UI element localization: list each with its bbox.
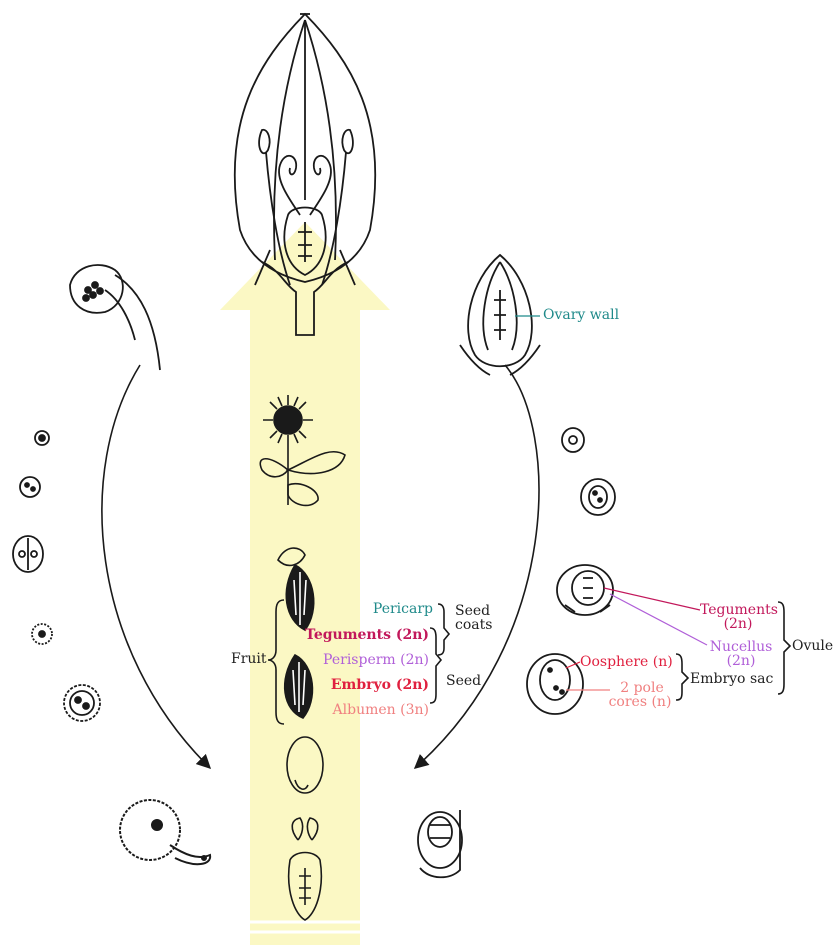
perisperm-label: Perisperm (2n) xyxy=(300,653,429,668)
oosphere-label: Oosphere (n) xyxy=(580,655,673,670)
seed-coats-label-line2: coats xyxy=(455,618,492,633)
nucellus-label-line2: (2n) xyxy=(706,654,776,669)
anther-drawing xyxy=(70,265,160,370)
embryo-sac-label: Embryo sac xyxy=(690,672,773,687)
ovule-path-arrow xyxy=(415,365,539,768)
seed-teguments-label: Teguments (2n) xyxy=(290,628,429,643)
ovule-teguments-label-line2: (2n) xyxy=(700,617,776,632)
ovary-drawing xyxy=(460,255,540,375)
ovule-drawing xyxy=(418,428,615,877)
pollen-grain-drawing xyxy=(13,431,100,721)
ovule-label: Ovule xyxy=(792,639,833,654)
pollen-path-arrow xyxy=(102,365,210,768)
fruit-label: Fruit xyxy=(231,652,267,667)
leader-lines xyxy=(515,316,707,690)
embryo-label: Embryo (2n) xyxy=(320,678,429,693)
pole-cores-label-line2: cores (n) xyxy=(605,695,675,710)
germinating-pollen-drawing xyxy=(120,800,210,864)
ovary-wall-label: Ovary wall xyxy=(543,308,619,323)
seed-label: Seed xyxy=(446,674,481,689)
pericarp-label: Pericarp xyxy=(340,602,433,617)
albumen-label: Albumen (3n) xyxy=(300,703,429,718)
